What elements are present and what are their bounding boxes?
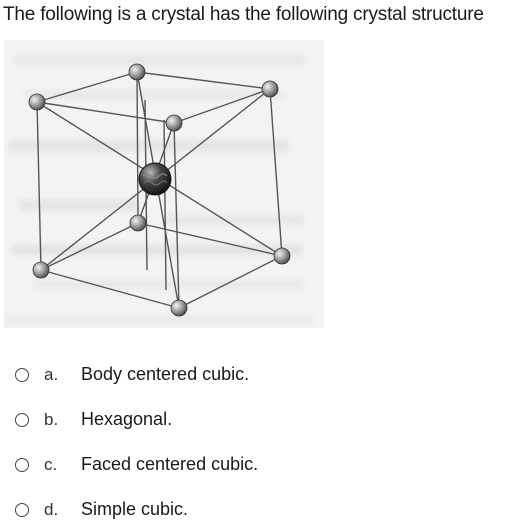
option-c-letter: c. [44,455,58,474]
option-c[interactable]: c. Faced centered cubic. [0,449,320,483]
question-text: The following is a crystal has the follo… [3,4,484,25]
radio-button-d[interactable] [15,503,29,517]
background-texture [4,55,314,325]
corner-atoms [28,63,291,317]
crystal-structure-image [4,40,324,328]
option-d-text: Simple cubic. [81,499,189,519]
option-b-text: Hexagonal. [81,409,173,429]
radio-button-a[interactable] [15,368,29,382]
crystal-structure-diagram [4,40,324,328]
option-a[interactable]: a. Body centered cubic. [0,359,320,393]
cube-edges [36,71,283,309]
radio-button-b[interactable] [15,413,29,427]
radio-button-c[interactable] [15,458,29,472]
option-b-letter: b. [44,410,59,429]
option-d-letter: d. [44,500,59,519]
option-b[interactable]: b. Hexagonal. [0,404,320,438]
option-c-text: Faced centered cubic. [81,454,259,474]
center-atom [138,162,172,196]
option-d[interactable]: d. Simple cubic. [0,494,320,528]
option-a-text: Body centered cubic. [81,364,250,384]
option-a-letter: a. [44,365,59,384]
